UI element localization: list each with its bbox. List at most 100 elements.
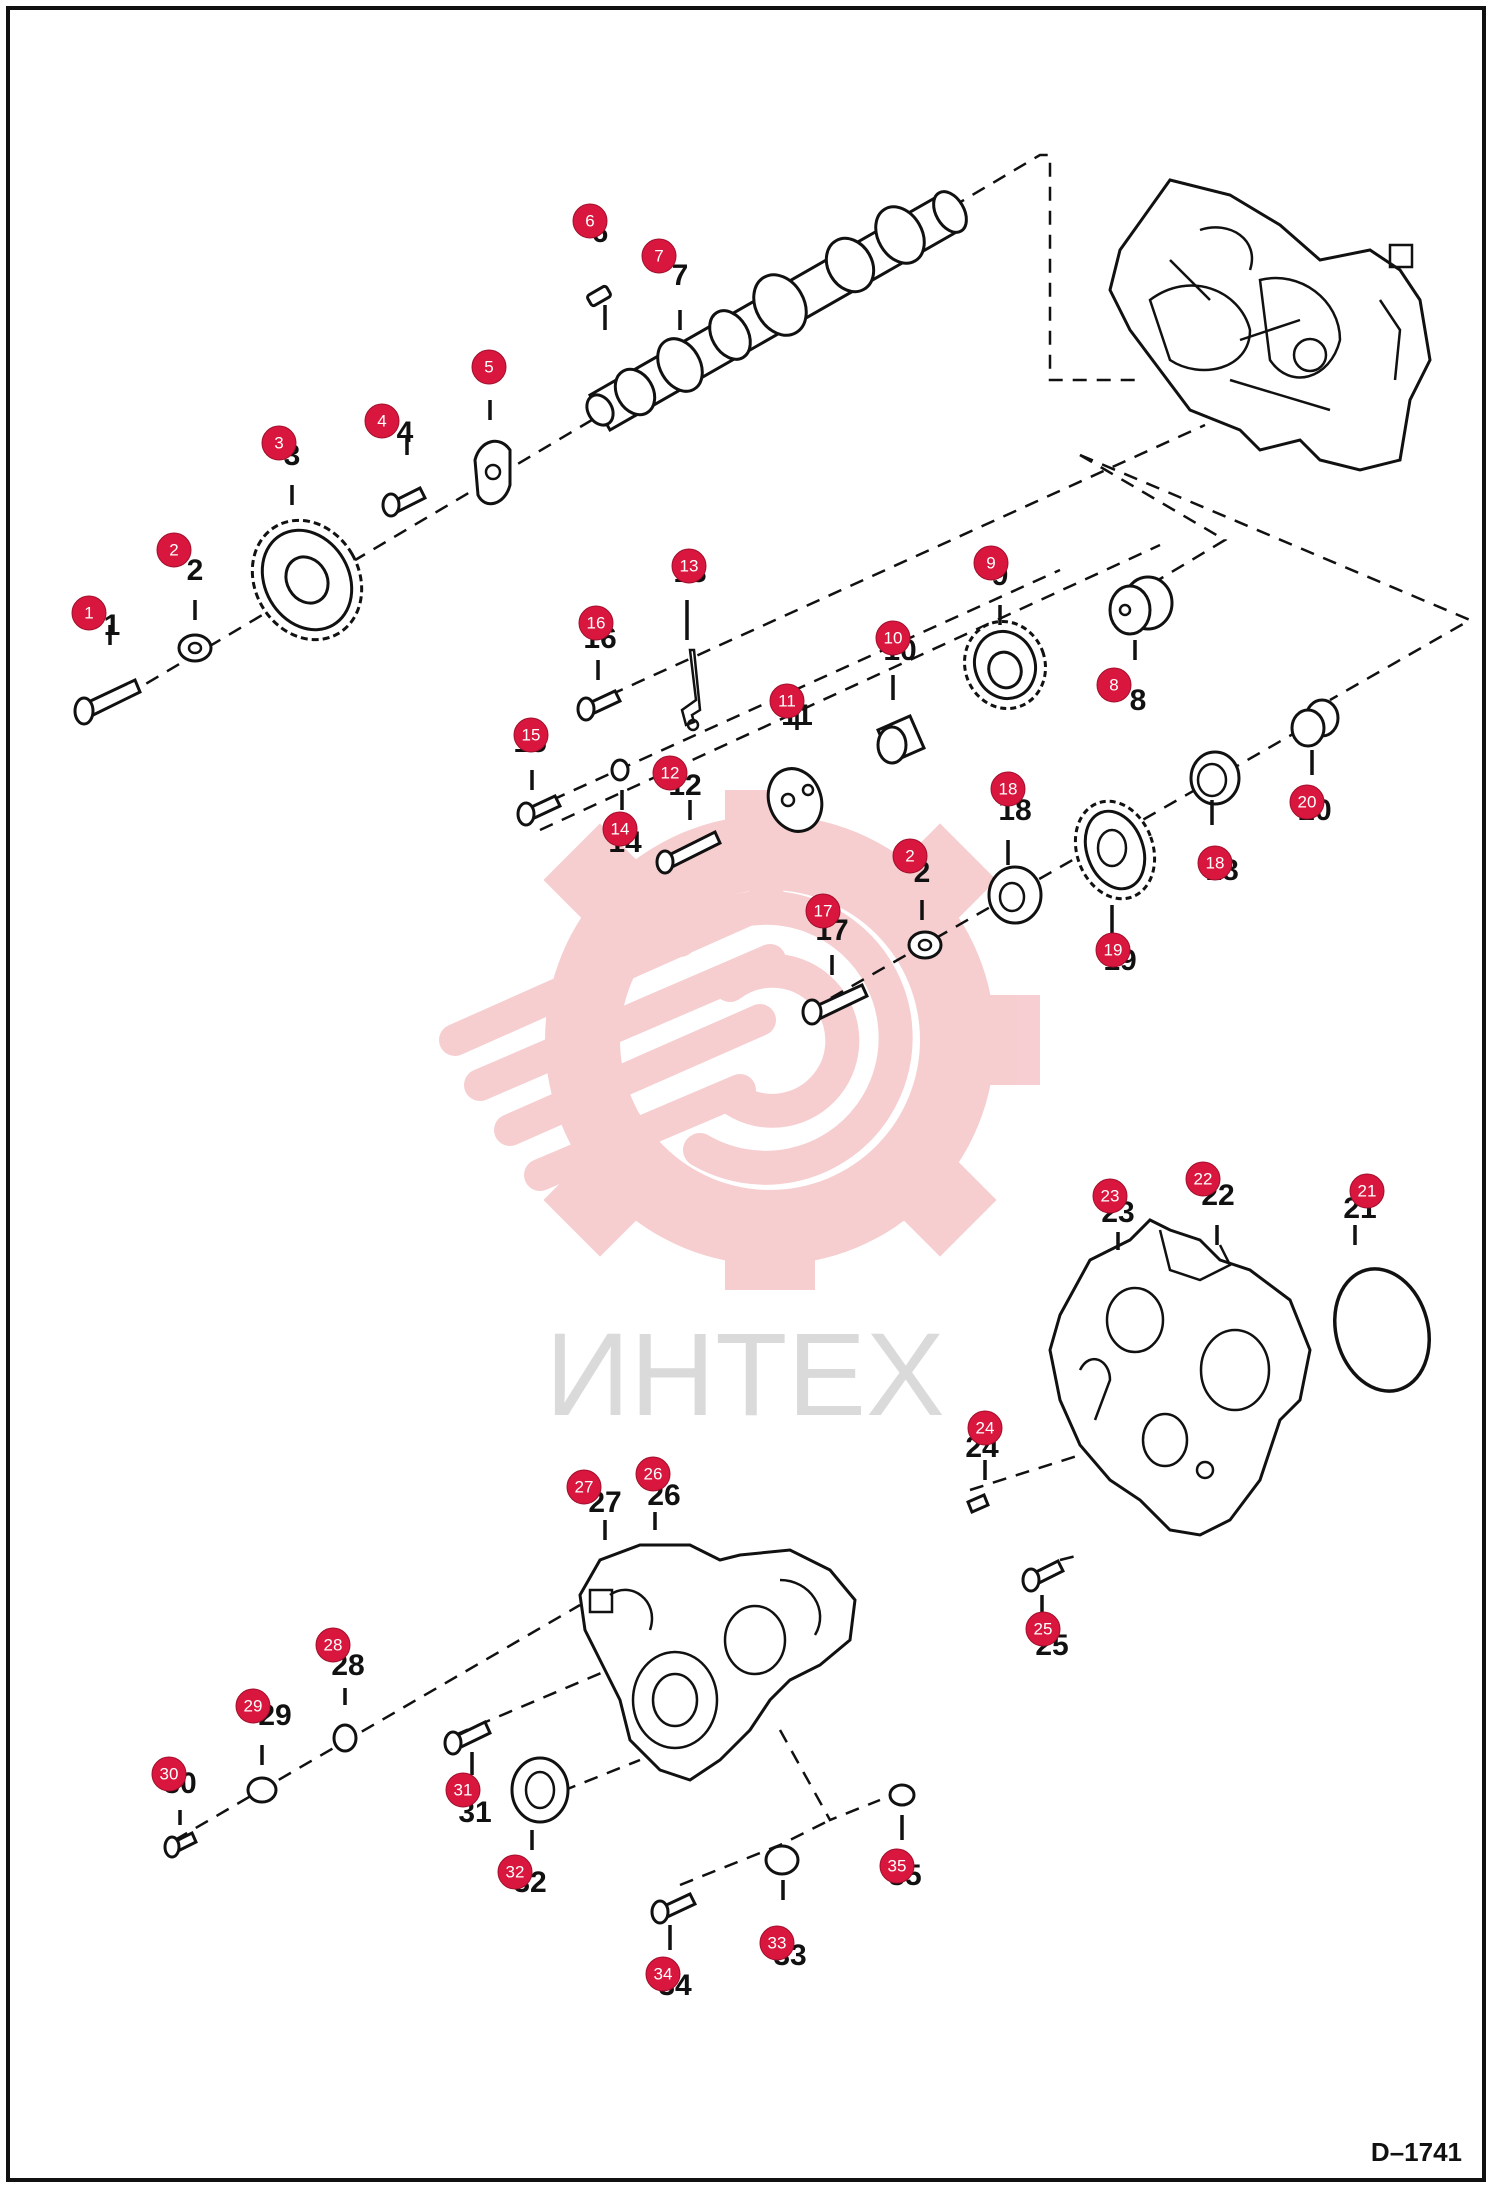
washer bbox=[907, 930, 943, 960]
callout-badge-6[interactable]: 6 bbox=[572, 203, 608, 239]
callout-badge-17[interactable]: 17 bbox=[805, 893, 841, 929]
callout-badge-22[interactable]: 22 bbox=[1185, 1161, 1221, 1197]
callout-badge-8[interactable]: 8 bbox=[1096, 667, 1132, 703]
callout-badge-7[interactable]: 7 bbox=[641, 238, 677, 274]
callout-badge-10[interactable]: 10 bbox=[875, 620, 911, 656]
dowel-pin bbox=[966, 1493, 990, 1514]
svg-text:15: 15 bbox=[522, 726, 541, 745]
svg-text:23: 23 bbox=[1101, 1187, 1120, 1206]
bolt bbox=[1021, 1558, 1066, 1593]
callout-badge-18[interactable]: 18 bbox=[990, 771, 1026, 807]
callout-badge-27[interactable]: 27 bbox=[566, 1469, 602, 1505]
svg-text:16: 16 bbox=[587, 614, 606, 633]
bearing bbox=[1189, 750, 1241, 806]
crank-seal bbox=[510, 1756, 570, 1824]
callout-badge-20[interactable]: 20 bbox=[1289, 784, 1325, 820]
svg-text:5: 5 bbox=[484, 358, 493, 377]
camshaft bbox=[585, 190, 968, 433]
svg-text:8: 8 bbox=[1109, 676, 1118, 695]
callout-badge-29[interactable]: 29 bbox=[235, 1688, 271, 1724]
callout-badge-30[interactable]: 30 bbox=[151, 1756, 187, 1792]
bolt bbox=[801, 983, 869, 1026]
callout-badges: 1 2 3 4 5 6 7 8 9 10 11 12 13 14 15 16 1… bbox=[71, 203, 1385, 1992]
callout-badge-5[interactable]: 5 bbox=[471, 349, 507, 385]
bolt bbox=[650, 1892, 698, 1925]
part-number: 8 bbox=[1130, 684, 1147, 717]
leader-lines bbox=[108, 305, 1357, 1950]
svg-text:28: 28 bbox=[324, 1636, 343, 1655]
cam-gear bbox=[250, 518, 364, 642]
callout-badge-18b[interactable]: 18 bbox=[1197, 845, 1233, 881]
callout-badge-35[interactable]: 35 bbox=[879, 1848, 915, 1884]
svg-text:11: 11 bbox=[778, 692, 796, 711]
bolt bbox=[655, 829, 722, 875]
drawing-frame bbox=[6, 6, 1486, 2182]
callout-badge-31[interactable]: 31 bbox=[445, 1772, 481, 1808]
callout-badge-19[interactable]: 19 bbox=[1095, 932, 1131, 968]
callout-badge-32[interactable]: 32 bbox=[497, 1854, 533, 1890]
svg-text:2: 2 bbox=[905, 847, 914, 866]
watermark-logo: ИНТЕХ bbox=[439, 790, 1040, 1441]
retainer-plate bbox=[473, 439, 512, 506]
plug bbox=[246, 1776, 278, 1804]
svg-text:10: 10 bbox=[884, 629, 903, 648]
svg-text:2: 2 bbox=[169, 541, 178, 560]
callout-badge-24[interactable]: 24 bbox=[967, 1410, 1003, 1446]
bolt bbox=[576, 689, 623, 722]
part-number: 2 bbox=[187, 554, 204, 587]
idler-gear bbox=[963, 619, 1047, 711]
callout-badge-9[interactable]: 9 bbox=[973, 545, 1009, 581]
callout-badge-11[interactable]: 11 bbox=[769, 683, 805, 719]
callout-badge-26[interactable]: 26 bbox=[635, 1456, 671, 1492]
svg-text:3: 3 bbox=[274, 434, 283, 453]
drive-gear bbox=[1073, 799, 1157, 901]
callout-badge-28[interactable]: 28 bbox=[315, 1627, 351, 1663]
part-number: 7 bbox=[672, 259, 689, 292]
washer bbox=[177, 633, 213, 663]
svg-text:18: 18 bbox=[1206, 854, 1225, 873]
oil-seal bbox=[332, 1723, 358, 1753]
bolt bbox=[73, 677, 142, 726]
callout-badge-2[interactable]: 2 bbox=[156, 532, 192, 568]
governor-lever bbox=[680, 648, 702, 727]
callout-badge-13[interactable]: 13 bbox=[671, 548, 707, 584]
callout-badge-34[interactable]: 34 bbox=[645, 1956, 681, 1992]
svg-text:31: 31 bbox=[454, 1781, 473, 1800]
callout-badge-33[interactable]: 33 bbox=[759, 1925, 795, 1961]
callout-badge-12[interactable]: 12 bbox=[652, 755, 688, 791]
callout-badge-1[interactable]: 1 bbox=[71, 595, 107, 631]
woodruff-key bbox=[586, 284, 612, 308]
svg-text:29: 29 bbox=[244, 1697, 263, 1716]
drawing-id: D–1741 bbox=[1370, 2137, 1462, 2167]
bushing bbox=[1290, 698, 1340, 748]
watermark-text: ИНТЕХ bbox=[545, 1309, 945, 1441]
svg-text:22: 22 bbox=[1194, 1170, 1213, 1189]
callout-badge-25[interactable]: 25 bbox=[1025, 1611, 1061, 1647]
svg-text:33: 33 bbox=[768, 1934, 787, 1953]
svg-text:24: 24 bbox=[976, 1419, 995, 1438]
callout-badge-21[interactable]: 21 bbox=[1349, 1173, 1385, 1209]
bolt bbox=[381, 485, 428, 518]
callout-badge-23[interactable]: 23 bbox=[1092, 1178, 1128, 1214]
svg-text:35: 35 bbox=[888, 1857, 907, 1876]
callout-badge-3[interactable]: 3 bbox=[261, 425, 297, 461]
svg-text:34: 34 bbox=[654, 1965, 673, 1984]
bolt bbox=[443, 1719, 492, 1756]
bolt bbox=[516, 794, 563, 827]
callout-badge-2b[interactable]: 2 bbox=[892, 838, 928, 874]
callout-badge-15[interactable]: 15 bbox=[513, 717, 549, 753]
svg-text:25: 25 bbox=[1034, 1620, 1053, 1639]
callout-badge-4[interactable]: 4 bbox=[364, 403, 400, 439]
svg-text:18: 18 bbox=[999, 780, 1018, 799]
svg-text:14: 14 bbox=[611, 820, 630, 839]
callout-badge-14[interactable]: 14 bbox=[602, 811, 638, 847]
front-cover bbox=[578, 1543, 857, 1782]
svg-text:17: 17 bbox=[814, 902, 833, 921]
bolt bbox=[163, 1830, 198, 1859]
svg-text:27: 27 bbox=[575, 1478, 594, 1497]
washer bbox=[610, 758, 630, 782]
callout-badge-16[interactable]: 16 bbox=[578, 605, 614, 641]
svg-text:6: 6 bbox=[585, 212, 594, 231]
